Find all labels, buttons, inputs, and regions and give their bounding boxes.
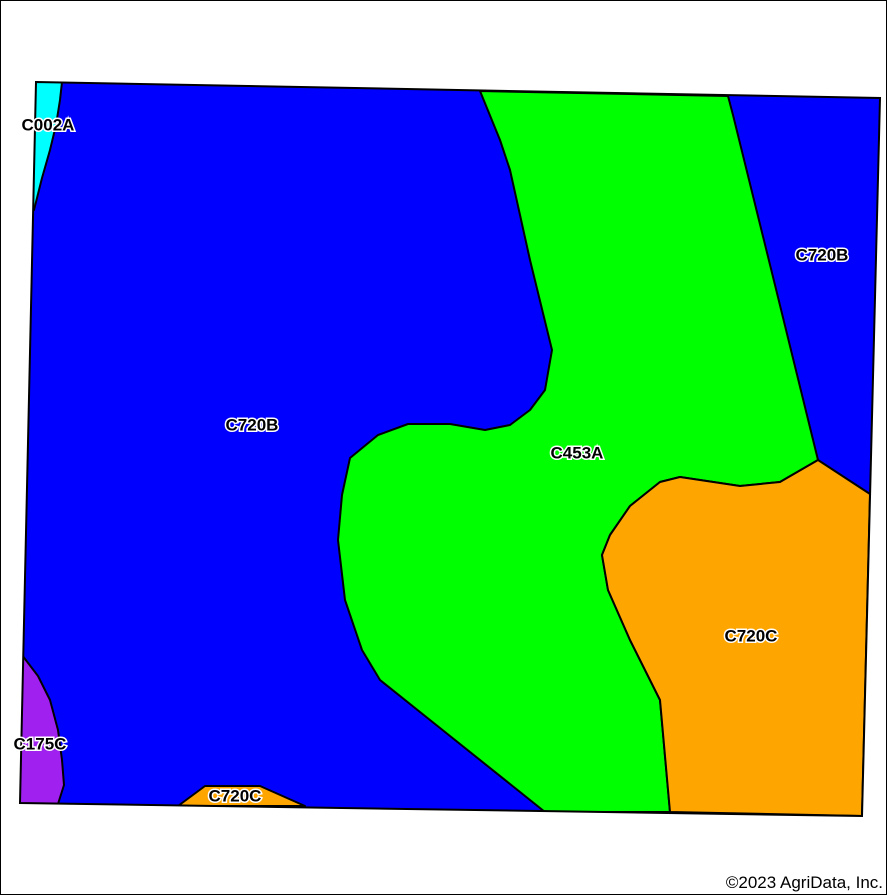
label-c002a: C002A [22, 115, 75, 134]
label-c453a: C453A [551, 443, 604, 462]
field-boundary [18, 80, 882, 818]
label-c175c: C175C [14, 734, 67, 753]
label-c720c-right: C720C [725, 626, 778, 645]
label-c720b-main: C720B [226, 415, 279, 434]
label-c720c-bottom: C720C [209, 786, 262, 805]
copyright-notice: ©2023 AgriData, Inc. [725, 873, 883, 892]
label-c720b-right: C720B [796, 245, 849, 264]
soil-unit-c175c[interactable] [15, 654, 65, 805]
